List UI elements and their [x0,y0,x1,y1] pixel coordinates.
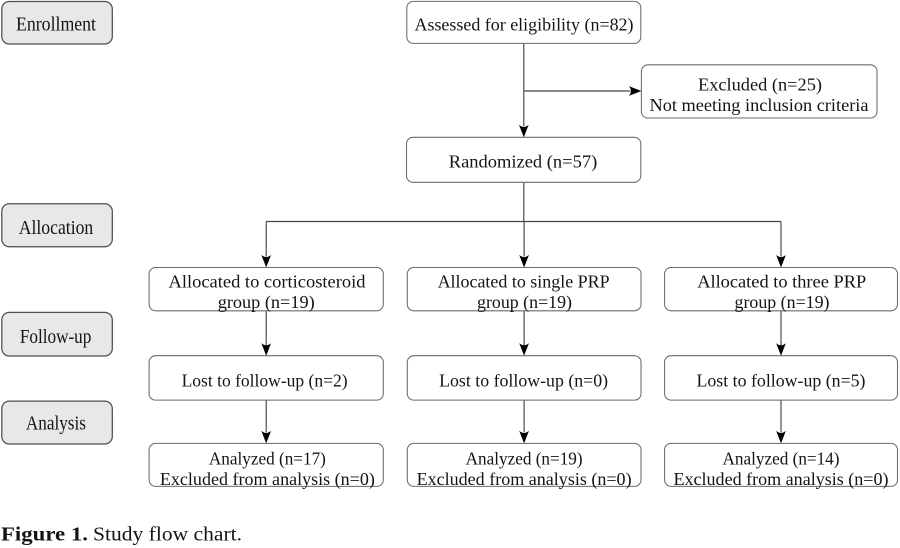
svg-text:Allocated to single PRP: Allocated to single PRP [438,272,610,292]
svg-text:Excluded from analysis (n=0): Excluded from analysis (n=0) [417,469,632,490]
svg-text:Figure 1.Study flow chart.: Figure 1.Study flow chart. [1,524,242,546]
svg-text:Excluded (n=25): Excluded (n=25) [698,75,822,96]
svg-text:Allocated to corticosteroid: Allocated to corticosteroid [169,272,366,292]
svg-text:Analyzed (n=14): Analyzed (n=14) [723,449,840,470]
svg-text:Analyzed (n=17): Analyzed (n=17) [209,449,326,470]
svg-text:Allocated to three PRP: Allocated to three PRP [697,272,866,292]
svg-text:Excluded from analysis (n=0): Excluded from analysis (n=0) [160,469,375,490]
svg-text:Lost to follow-up (n=0): Lost to follow-up (n=0) [439,371,608,392]
svg-text:Assessed for eligibility (n=82: Assessed for eligibility (n=82) [415,15,634,36]
svg-text:Allocation: Allocation [19,218,94,239]
svg-text:Randomized (n=57): Randomized (n=57) [449,152,598,173]
svg-text:group (n=19): group (n=19) [735,292,830,313]
svg-text:Not meeting inclusion criteria: Not meeting inclusion criteria [650,95,869,115]
svg-text:Excluded from analysis (n=0): Excluded from analysis (n=0) [674,469,889,490]
svg-text:Enrollment: Enrollment [16,14,97,35]
svg-text:Lost to follow-up (n=2): Lost to follow-up (n=2) [182,371,348,392]
svg-text:Analysis: Analysis [26,414,86,435]
svg-text:Follow-up: Follow-up [20,327,92,348]
svg-text:group (n=19): group (n=19) [218,292,315,313]
svg-text:Analyzed (n=19): Analyzed (n=19) [466,449,583,470]
svg-text:Lost to follow-up (n=5): Lost to follow-up (n=5) [697,371,866,392]
svg-text:group (n=19): group (n=19) [477,292,572,313]
